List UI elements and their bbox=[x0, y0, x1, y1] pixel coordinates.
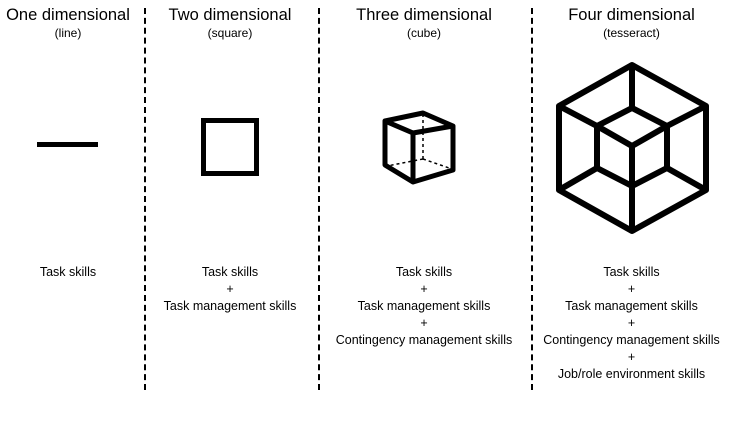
column-title: Four dimensional bbox=[568, 6, 695, 24]
skill-item: Task skills bbox=[39, 265, 97, 279]
column-title: Two dimensional bbox=[168, 6, 292, 24]
skill-item: Contingency management skills bbox=[543, 333, 720, 347]
column-subtitle: (cube) bbox=[406, 26, 441, 40]
skill-item: Task management skills bbox=[163, 299, 297, 313]
skill-item: Task management skills bbox=[565, 299, 698, 313]
skill-item: Job/role environment skills bbox=[557, 367, 706, 381]
plus-separator: + bbox=[226, 282, 234, 296]
plus-separator: + bbox=[420, 282, 428, 296]
plus-separator: + bbox=[627, 350, 636, 364]
skill-item: Task skills bbox=[201, 265, 259, 279]
dashed-divider bbox=[144, 8, 146, 390]
plus-separator: + bbox=[627, 316, 636, 330]
skill-item: Task management skills bbox=[357, 299, 491, 313]
square-icon bbox=[201, 118, 259, 176]
skill-item: Task skills bbox=[395, 265, 453, 279]
tesseract-icon bbox=[556, 62, 709, 234]
skills-list: Task skills + Task management skills bbox=[146, 264, 314, 315]
skill-item: Task skills bbox=[603, 265, 660, 279]
column-subtitle: (tesseract) bbox=[603, 26, 660, 40]
column-subtitle: (square) bbox=[207, 26, 253, 40]
column-subtitle: (line) bbox=[54, 26, 82, 40]
skills-list: Task skills + Task management skills + C… bbox=[324, 264, 524, 349]
plus-separator: + bbox=[627, 282, 636, 296]
cube-icon bbox=[382, 110, 456, 185]
dashed-divider bbox=[531, 8, 533, 390]
skills-list: Task skills + Task management skills + C… bbox=[533, 264, 730, 383]
column-title: One dimensional bbox=[6, 6, 130, 24]
skills-list: Task skills bbox=[0, 264, 136, 281]
plus-separator: + bbox=[420, 316, 428, 330]
skill-item: Contingency management skills bbox=[335, 333, 513, 347]
dashed-divider bbox=[318, 8, 320, 390]
column-title: Three dimensional bbox=[356, 6, 492, 24]
